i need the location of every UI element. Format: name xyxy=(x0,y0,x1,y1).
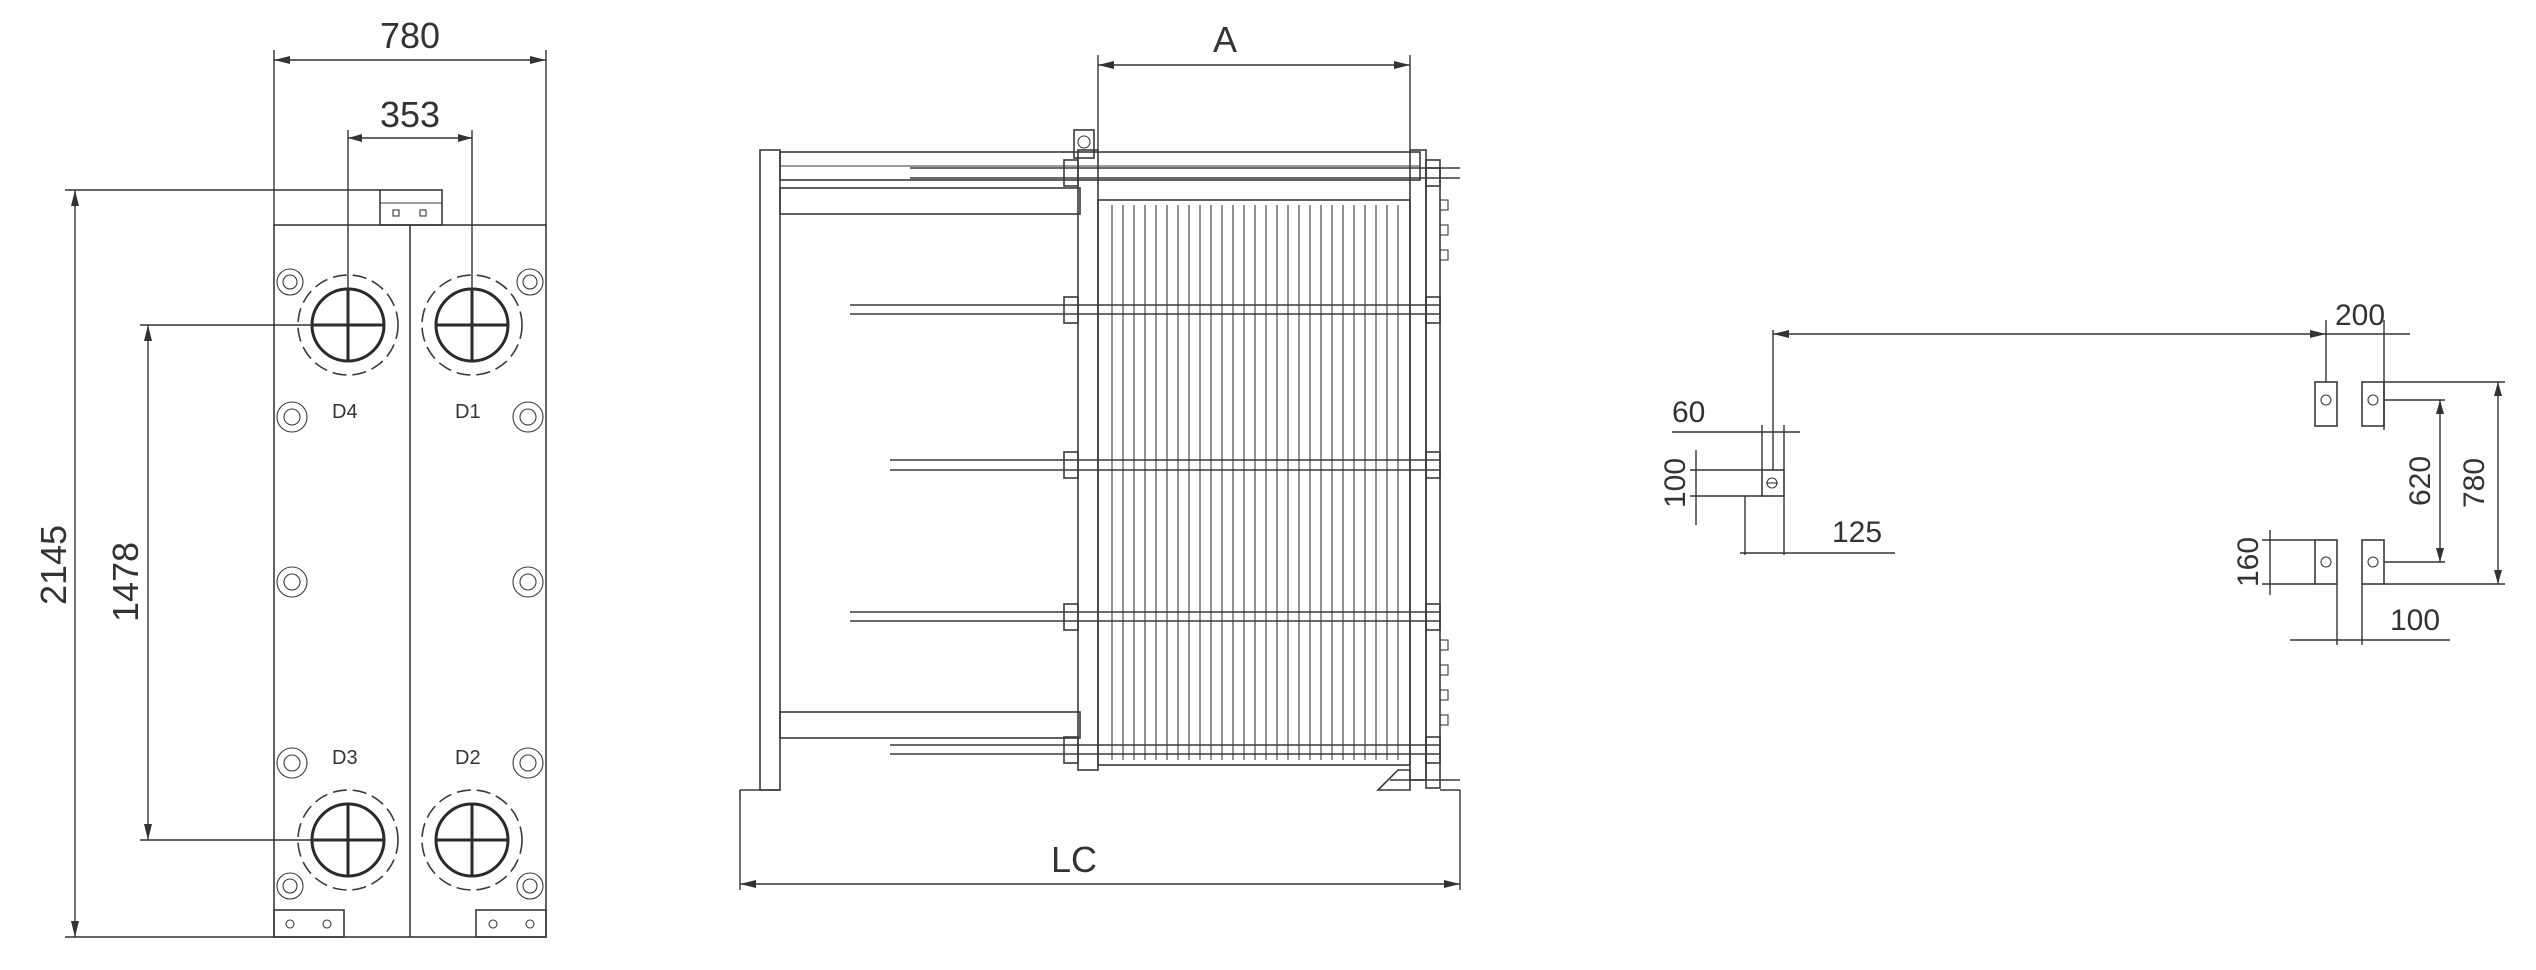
dim-foundation-160 xyxy=(2262,530,2315,595)
roller-bracket xyxy=(1073,129,1095,159)
dim-label-60: 60 xyxy=(1672,396,1705,429)
dim-foundation-125 xyxy=(1740,496,1895,555)
plate-pack xyxy=(1097,199,1411,766)
foundation-slot-right-bottom-1 xyxy=(2314,539,2338,585)
foundation-slot-right-top-2 xyxy=(2361,381,2385,427)
frame-plate xyxy=(1409,149,1427,781)
dim-label-780-top: 780 xyxy=(380,15,440,56)
foot-left xyxy=(273,909,345,938)
dim-port-vertical xyxy=(140,324,348,841)
foot-right-hole-1 xyxy=(488,919,498,929)
dim-label-100-bottom: 100 xyxy=(2390,604,2440,637)
support-column xyxy=(759,149,781,791)
foundation-slot-right-bottom-2 xyxy=(2361,539,2385,585)
foot-right xyxy=(475,909,547,938)
dim-label-780-right: 780 xyxy=(2458,458,2491,508)
port-label-d2: D2 xyxy=(455,747,481,769)
tie-rods xyxy=(850,167,1460,755)
dim-front-height xyxy=(65,189,380,938)
port-label-d3: D3 xyxy=(332,747,358,769)
foot-left-hole-1 xyxy=(285,919,295,929)
dim-label-620: 620 xyxy=(2404,456,2437,506)
dim-plate-pack xyxy=(1097,55,1411,150)
dim-foundation-780 xyxy=(2384,381,2505,585)
dim-label-100-left: 100 xyxy=(1659,458,1692,508)
dim-label-a: A xyxy=(1213,19,1237,60)
dim-foundation-span xyxy=(1772,330,2326,470)
dim-total-length xyxy=(739,790,1461,890)
frame-bosses xyxy=(1439,199,1449,726)
foundation-slot-right-top-1 xyxy=(2314,381,2338,427)
frame-foot xyxy=(1376,769,1411,791)
top-bracket-hole-right xyxy=(419,209,427,217)
dim-port-horizontal xyxy=(347,130,473,325)
foundation-view: 200 60 100 125 160 xyxy=(1659,299,2505,645)
dim-foundation-200 xyxy=(2325,320,2410,430)
dim-front-width xyxy=(273,50,547,225)
dim-label-160: 160 xyxy=(2232,537,2265,587)
foot-right-hole-2 xyxy=(525,919,535,929)
dim-foundation-100-left xyxy=(1690,450,1762,525)
plate-pack-lines xyxy=(1111,205,1399,760)
top-guide xyxy=(779,187,1081,215)
dim-label-2145: 2145 xyxy=(33,525,74,605)
bottom-guide-bar xyxy=(779,711,1081,739)
front-view: D4 D1 D3 D2 780 353 214 xyxy=(33,15,547,938)
dim-label-125: 125 xyxy=(1832,516,1882,549)
dim-foundation-100-bottom xyxy=(2290,584,2450,645)
dim-label-353: 353 xyxy=(380,94,440,135)
port-d2 xyxy=(421,789,523,891)
dim-label-lc: LC xyxy=(1051,839,1097,880)
port-label-d4: D4 xyxy=(332,401,358,423)
side-view: A LC xyxy=(739,19,1461,890)
top-bracket-hole-left xyxy=(392,209,400,217)
tie-rod-nuts xyxy=(1063,159,1441,764)
port-label-d1: D1 xyxy=(455,401,481,423)
top-bracket xyxy=(379,189,443,226)
foot-left-hole-2 xyxy=(322,919,332,929)
dim-label-200: 200 xyxy=(2335,299,2385,332)
tie-bolts xyxy=(276,268,544,900)
dim-label-1478: 1478 xyxy=(105,542,146,622)
dim-foundation-620 xyxy=(2384,399,2445,563)
dim-foundation-60 xyxy=(1672,425,1800,470)
